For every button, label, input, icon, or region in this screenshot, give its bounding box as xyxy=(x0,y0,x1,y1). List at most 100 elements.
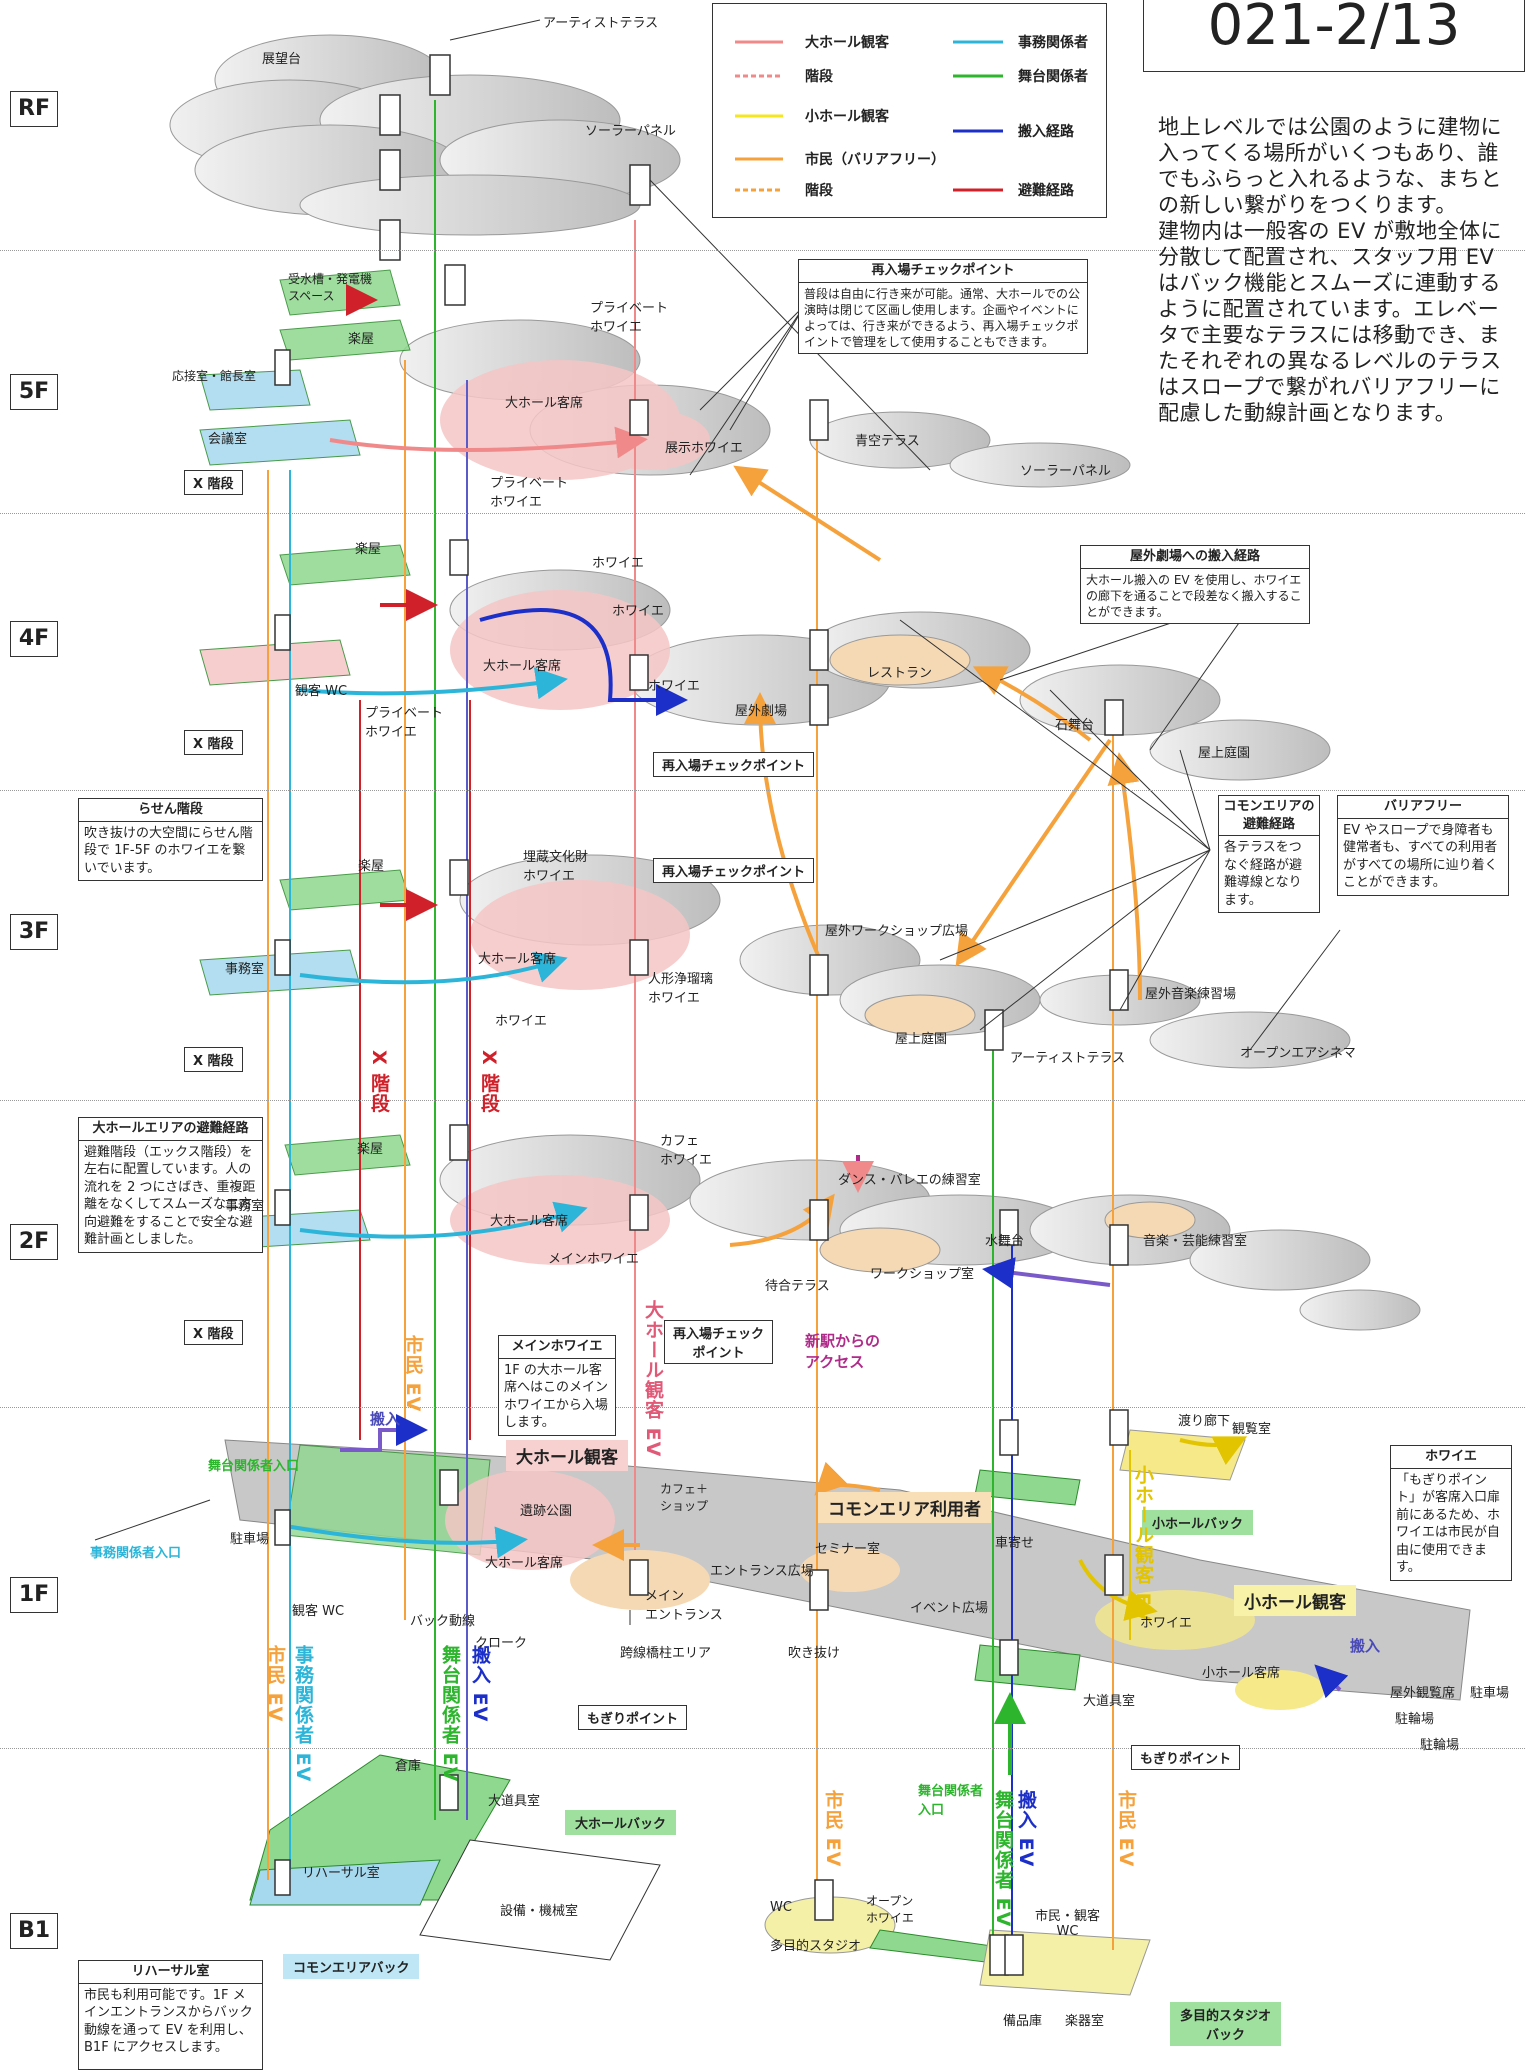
floor-divider xyxy=(0,513,1525,514)
zone-common-area-users: コモンエリア利用者 xyxy=(818,1492,991,1523)
event-plaza-label: イベント広場 xyxy=(910,1597,988,1616)
private-foyer-5f: プライベート ホワイエ xyxy=(590,297,668,335)
zone-big-hall-audience: 大ホール観客 xyxy=(506,1440,628,1471)
parking-label: 駐車場 xyxy=(230,1528,269,1547)
bicycle-label: 駐輪場 xyxy=(1395,1708,1434,1727)
rooftop-garden-3f: 屋上庭園 xyxy=(895,1028,947,1047)
equipment-label: 設備・機械室 xyxy=(500,1900,578,1919)
mogiri-point-small: もぎりポイント xyxy=(1131,1745,1240,1770)
foyer-4f-c: ホワイエ xyxy=(648,675,700,694)
delivery-ev-label-b1: 搬入 EV xyxy=(1013,1790,1040,1867)
foyer-1f-small: ホワイエ xyxy=(1140,1612,1192,1631)
stage-staff-entrance-b1: 舞台関係者 入口 xyxy=(918,1780,983,1818)
page-id: 021-2/13 xyxy=(1143,0,1525,72)
legend-small-hall: 小ホール観客 xyxy=(805,106,889,126)
supplies-label: 備品庫 xyxy=(1003,2010,1042,2029)
artist-terrace-3f: アーティストテラス xyxy=(1010,1047,1125,1066)
outdoor-theatre-label: 屋外劇場 xyxy=(735,700,787,719)
spiral-note-title: らせん階段 xyxy=(79,799,262,822)
main-entrance-label: メイン エントランス xyxy=(645,1585,723,1623)
stone-stage-label: 石舞台 xyxy=(1055,714,1094,733)
legend-office: 事務関係者 xyxy=(1018,32,1088,52)
storage-label: 倉庫 xyxy=(395,1755,421,1774)
office-2f: 事務室 xyxy=(225,1195,264,1214)
reentry-checkpoint-4f: 再入場チェックポイント xyxy=(653,752,814,777)
cafe-foyer-label: カフェ ホワイエ xyxy=(660,1130,712,1168)
foyer-note-title: ホワイエ xyxy=(1391,1446,1511,1469)
legend-stairs-red: 階段 xyxy=(805,66,833,86)
evac-note: 大ホールエリアの避難経路 避難階段（エックス階段）を左右に配置しています。人の流… xyxy=(78,1117,263,1253)
atrium-label: 吹き抜け xyxy=(788,1642,840,1661)
big-hall-seats-3f: 大ホール客席 xyxy=(478,948,556,967)
stage-staff-entrance-label: 舞台関係者入口 xyxy=(208,1455,299,1474)
corridor-label: 渡り廊下 xyxy=(1178,1410,1230,1429)
leader-lines xyxy=(95,20,1340,1625)
legend-evacuation: 避難経路 xyxy=(1018,180,1074,200)
stage-ev-label: 舞台関係者 EV xyxy=(437,1645,464,1782)
floor-divider xyxy=(0,790,1525,791)
private-foyer-5f-b: プライベート ホワイエ xyxy=(490,472,568,510)
zone-small-hall-audience: 小ホール観客 xyxy=(1234,1585,1356,1616)
dressing-room-5f: 楽屋 xyxy=(348,328,374,347)
foyer-note: ホワイエ 「もぎりポイント」が客席入口扉前にあるため、ホワイエは市民が自由に使用… xyxy=(1390,1445,1512,1581)
f5-big-hall xyxy=(440,360,710,480)
delivery-label-1f-right: 搬入 xyxy=(1350,1635,1380,1656)
cafe-shop-label: カフェ＋ ショップ xyxy=(660,1480,708,1514)
office-staff-entrance-label: 事務関係者入口 xyxy=(90,1542,181,1561)
x-stairs-5f: X 階段 xyxy=(184,470,243,495)
legend-big-hall: 大ホール観客 xyxy=(805,32,889,52)
legend: 大ホール観客 階段 小ホール観客 市民（バリアフリー） 階段 事務関係者 舞台関… xyxy=(712,3,1107,218)
x-stairs-2f: X 階段 xyxy=(184,1320,243,1345)
citizen-ev-label: 市民 EV xyxy=(400,1335,427,1412)
evac-note-title: 大ホールエリアの避難経路 xyxy=(79,1118,262,1141)
reception-label: 応接室・館長室 xyxy=(172,367,256,384)
private-foyer-4f: プライベート ホワイエ xyxy=(365,702,443,740)
large-props-1f: 大道具室 xyxy=(1083,1690,1135,1709)
seminar-label: セミナー室 xyxy=(815,1538,880,1557)
floor-divider xyxy=(0,1748,1525,1749)
solar-panel-label-5f: ソーラーパネル xyxy=(1020,460,1111,479)
legend-citizen: 市民（バリアフリー） xyxy=(805,149,945,169)
main-foyer-body: 1F の大ホール客席へはこのメインホワイエから入場します。 xyxy=(499,1359,615,1435)
outdoor-delivery-note: 屋外劇場への搬入経路 大ホール搬入の EV を使用し、ホワイエの廊下を通ることで… xyxy=(1080,545,1310,624)
small-hall-seats-label: 小ホール客席 xyxy=(1202,1662,1280,1681)
main-foyer-note: メインホワイエ 1F の大ホール客席へはこのメインホワイエから入場します。 xyxy=(498,1335,616,1436)
big-hall-seats-4f: 大ホール客席 xyxy=(483,655,561,674)
reentry-note-title: 再入場チェックポイント xyxy=(799,260,1087,283)
x-stairs-vertical-left: X 階段 xyxy=(366,1050,393,1113)
artist-terrace-label: アーティストテラス xyxy=(543,12,658,31)
spiral-note: らせん階段 吹き抜けの大空間にらせん階段で 1F-5F のホワイエを繋いでいます… xyxy=(78,798,263,881)
legend-delivery: 搬入経路 xyxy=(1018,121,1074,141)
new-station-label: 新駅からの アクセス xyxy=(805,1330,880,1372)
viewing-room-label: 観覧室 xyxy=(1232,1418,1271,1437)
guest-wc-1f: 観客 WC xyxy=(292,1600,344,1619)
foyer-note-body: 「もぎりポイント」が客席入口扉前にあるため、ホワイエは市民が自由に使用できます。 xyxy=(1391,1469,1511,1580)
bridge-area-label: 跨線橋柱エリア xyxy=(620,1642,711,1661)
spiral-note-body: 吹き抜けの大空間にらせん階段で 1F-5F のホワイエを繋いでいます。 xyxy=(79,822,262,881)
citizen-ev-label-1f: 市民 EV xyxy=(262,1645,289,1722)
floor-label-3f: 3F xyxy=(10,914,58,950)
puppet-foyer-label: 人形浄瑠璃 ホワイエ xyxy=(648,968,713,1006)
foyer-4f-b: ホワイエ xyxy=(612,600,664,619)
floor-divider xyxy=(0,1100,1525,1101)
ruins-park-label: 遺跡公園 xyxy=(520,1500,572,1519)
floor-label-5f: 5F xyxy=(10,374,58,410)
barrier-free-body: EV やスロープで身障者も健常者も、すべての利用者がすべての場所に辿り着くことが… xyxy=(1338,819,1508,895)
music-room-label: 音楽・芸能練習室 xyxy=(1143,1230,1247,1249)
foyer-4f-a: ホワイエ xyxy=(592,552,644,571)
workshop-plaza-label: 屋外ワークショップ広場 xyxy=(825,920,968,939)
rehearsal-note-body: 市民も利用可能です。1F メインエントランスからバック動線を通って EV を利用… xyxy=(79,1984,262,2060)
outdoor-delivery-body: 大ホール搬入の EV を使用し、ホワイエの廊下を通ることで段差なく搬入することが… xyxy=(1081,569,1309,624)
main-foyer-label: メインホワイエ xyxy=(548,1248,639,1267)
x-stairs-4f: X 階段 xyxy=(184,730,243,755)
reentry-note: 再入場チェックポイント 普段は自由に行き来が可能。通常、大ホールでの公演時は閉じ… xyxy=(798,259,1088,354)
rehearsal-note-title: リハーサル室 xyxy=(79,1961,262,1984)
zone-small-hall-back: 小ホールバック xyxy=(1142,1510,1253,1535)
rooftop-garden-4f: 屋上庭園 xyxy=(1198,742,1250,761)
reentry-checkpoint-3f: 再入場チェックポイント xyxy=(653,858,814,883)
dressing-room-3f: 楽屋 xyxy=(358,855,384,874)
outdoor-delivery-title: 屋外劇場への搬入経路 xyxy=(1081,546,1309,569)
entrance-plaza-label: エントランス広場 xyxy=(710,1560,814,1579)
delivery-ev-label: 搬入 EV xyxy=(467,1645,494,1722)
